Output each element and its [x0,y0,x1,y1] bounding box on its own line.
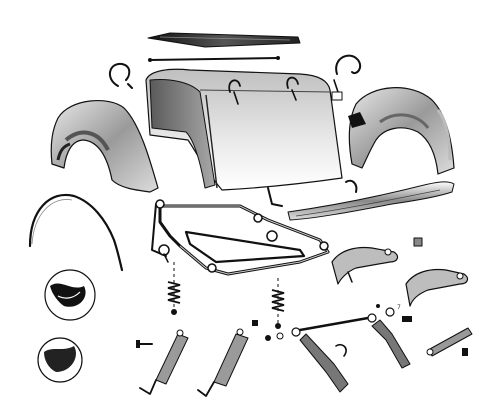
leaf-brackets [331,237,469,307]
track-rod-and-links: 7 [265,304,473,393]
roof-panel [147,32,301,48]
coil-springs [167,262,285,329]
bumper-brackets [267,179,358,207]
fender-welt-strip [28,193,124,272]
rear-body-tub [145,68,343,191]
left-hook [108,62,133,89]
coil-spring-right [271,278,285,329]
coil-spring-left [167,262,181,315]
top-rod [148,56,280,62]
right-rear-fender [348,87,455,175]
left-rear-fender [50,99,159,193]
rear-frame-assembly [151,199,330,276]
shock-absorber-right [197,320,258,397]
shock-absorbers [136,320,258,397]
rear-bumper [287,181,455,221]
spare-wheel-discs [37,269,96,383]
right-hook [331,54,362,101]
part-number-label: 7 [397,304,401,311]
shock-absorber-left [136,329,189,395]
